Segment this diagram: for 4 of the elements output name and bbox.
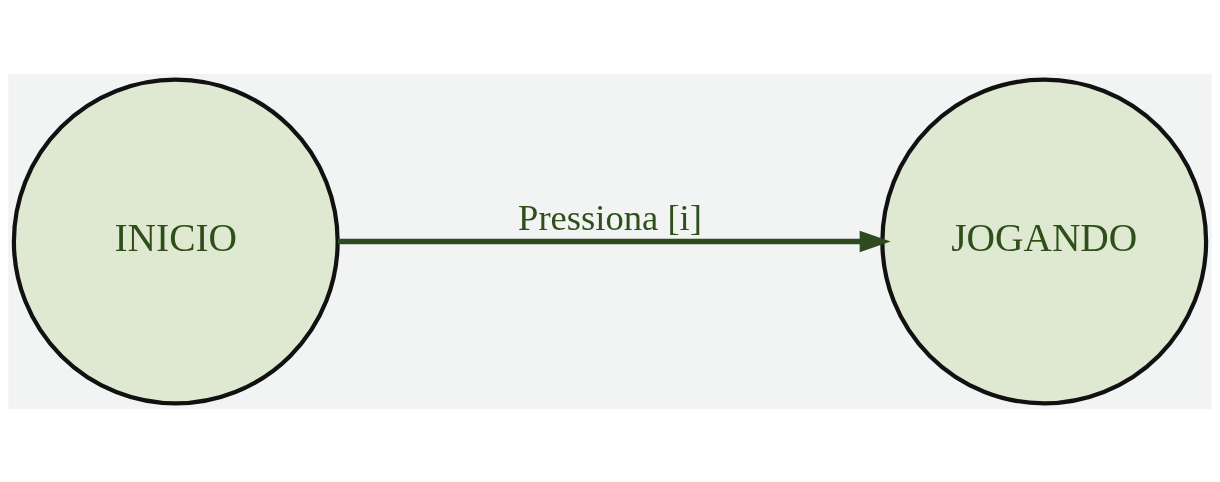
edge-label: Pressiona [i] [518,196,702,238]
arrow [337,230,891,252]
node-circle: JOGANDO [880,77,1209,405]
node-circle: INICIO [11,77,340,405]
